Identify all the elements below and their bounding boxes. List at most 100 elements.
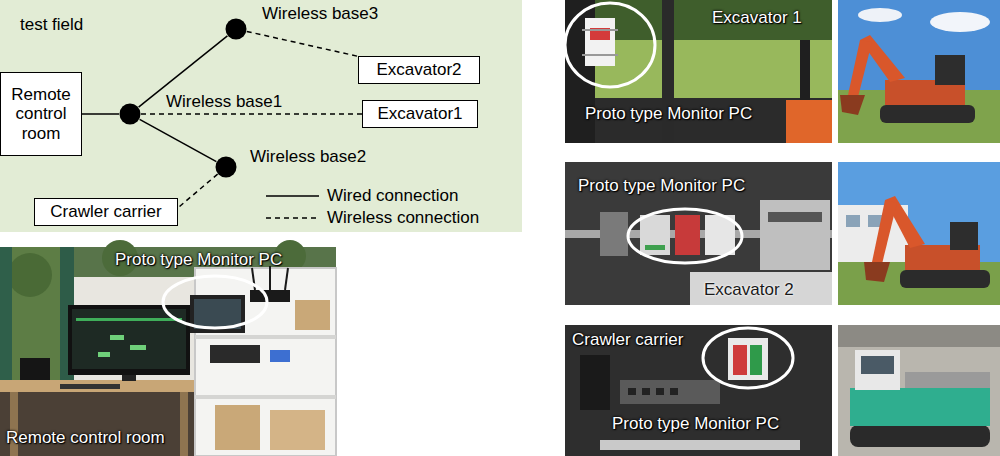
excavator1-cab-photo [585, 18, 615, 66]
highlight-ellipse [703, 328, 793, 388]
control-room-photo [295, 300, 330, 330]
excavator2-cab-photo [600, 212, 628, 256]
crawler-interior-photo [580, 355, 610, 410]
wireless-base-node: Wireless base3 [225, 18, 247, 40]
machine-box: Excavator2 [358, 56, 480, 84]
wireless-link [247, 31, 358, 56]
box-label: Excavator1 [377, 104, 462, 124]
crawler-carrier-photo [855, 350, 900, 390]
legend-label: Wireless connection [327, 208, 479, 228]
excavator1-photo [858, 8, 902, 22]
photo-caption: Remote control room [6, 428, 165, 448]
excavator2-cab-photo [690, 272, 832, 305]
control-room-photo [180, 392, 188, 456]
box-label: Crawler carrier [50, 202, 161, 222]
excavator2-cab-photo [645, 245, 665, 250]
legend-line-sample [266, 195, 319, 197]
base-circle-outline [215, 156, 237, 178]
excavator1-photo [935, 55, 965, 85]
wireless-base-node: Wireless base1 [119, 103, 141, 125]
control-room-photo [195, 335, 336, 339]
crawler-interior-photo [728, 338, 768, 380]
highlight-ellipse [163, 276, 267, 328]
control-room-photo [76, 318, 182, 321]
crawler-interior-photo [620, 380, 720, 404]
excavator2-photo [900, 270, 990, 288]
excavator1-cab-photo [582, 29, 618, 31]
crawler-interior-photo [733, 345, 747, 375]
crawler-interior-photo [565, 325, 832, 456]
photo-caption: Proto type Monitor PC [578, 176, 745, 196]
photo-caption: Crawler carrier [572, 330, 683, 350]
excavator2-cab-photo [565, 162, 832, 305]
legend-sample [265, 208, 321, 228]
control-room-photo [0, 247, 336, 456]
crawler-interior-photo [565, 325, 832, 456]
crawler-interior-photo [600, 440, 800, 450]
crawler-carrier-photo [850, 388, 990, 426]
highlight-ellipse [565, 3, 655, 87]
excavator2-cab-photo [640, 215, 670, 255]
control-room-photo [122, 375, 136, 381]
crawler-interior-photo [670, 388, 678, 395]
crawler-carrier-photo [838, 325, 1000, 456]
excavator2-photo [864, 262, 890, 282]
control-room-photo [0, 240, 336, 456]
wired-link [82, 113, 119, 115]
machine-box: Excavator1 [362, 100, 478, 128]
excavator1-cab-photo [565, 98, 832, 143]
photo-caption: Proto type Monitor PC [612, 414, 779, 434]
excavator1-cab-photo [565, 0, 832, 143]
control-room-photo [98, 352, 110, 357]
control-room-photo [215, 405, 260, 450]
excavator2-cab-photo [768, 212, 822, 222]
control-room-photo [0, 380, 200, 392]
control-room-photo [72, 309, 186, 369]
legend-label: Wired connection [327, 186, 458, 206]
crawler-carrier-photo [850, 425, 990, 447]
excavator2-cab-photo [760, 200, 830, 270]
crawler-carrier-photo [861, 356, 894, 374]
crawler-carrier-photo [905, 372, 990, 388]
base-circle [120, 104, 141, 125]
control-room-photo [250, 290, 290, 302]
box-label: Remote control room [5, 85, 77, 144]
crawler-carrier-photo [838, 325, 1000, 347]
base-circle [216, 157, 237, 178]
wireless-link [178, 174, 218, 208]
photo-caption: Excavator 1 [712, 8, 802, 28]
crawler-interior-photo [656, 388, 664, 395]
excavator1-cab-photo [565, 0, 832, 143]
crawler-interior-photo [750, 345, 762, 375]
excavator1-cab-photo [800, 40, 810, 100]
node-label: Wireless base2 [250, 147, 366, 167]
excavator1-photo [880, 105, 975, 123]
base-circle-outline [225, 18, 247, 40]
photo-caption: Proto type Monitor PC [115, 250, 282, 270]
crawler-carrier-photo [838, 325, 1000, 456]
control-room-photo [285, 268, 288, 290]
control-room-photo [20, 358, 50, 380]
machine-box: Crawler carrier [34, 198, 178, 226]
excavator2-cab-photo [565, 162, 832, 305]
control-room-photo [110, 335, 124, 340]
node-label: Wireless base1 [166, 92, 282, 112]
crawler-interior-photo [642, 388, 650, 395]
wireless-base-node: Wireless base2 [215, 156, 237, 178]
photo-caption: Proto type Monitor PC [585, 104, 752, 124]
legend-line-sample [266, 217, 319, 219]
excavator2-photo [838, 162, 1000, 305]
excavator1-cab-photo [786, 100, 832, 143]
excavator2-photo [950, 222, 978, 250]
highlight-ellipse [628, 209, 742, 263]
excavator1-photo [840, 95, 865, 115]
crawler-interior-photo [628, 388, 636, 395]
photo-caption: Excavator 2 [704, 280, 794, 300]
excavator2-photo [846, 215, 860, 227]
excavator2-photo [872, 200, 897, 264]
region-title: test field [20, 15, 83, 35]
box-label: Excavator2 [376, 60, 461, 80]
excavator1-photo [838, 0, 1000, 143]
control-room-photo [195, 395, 336, 399]
